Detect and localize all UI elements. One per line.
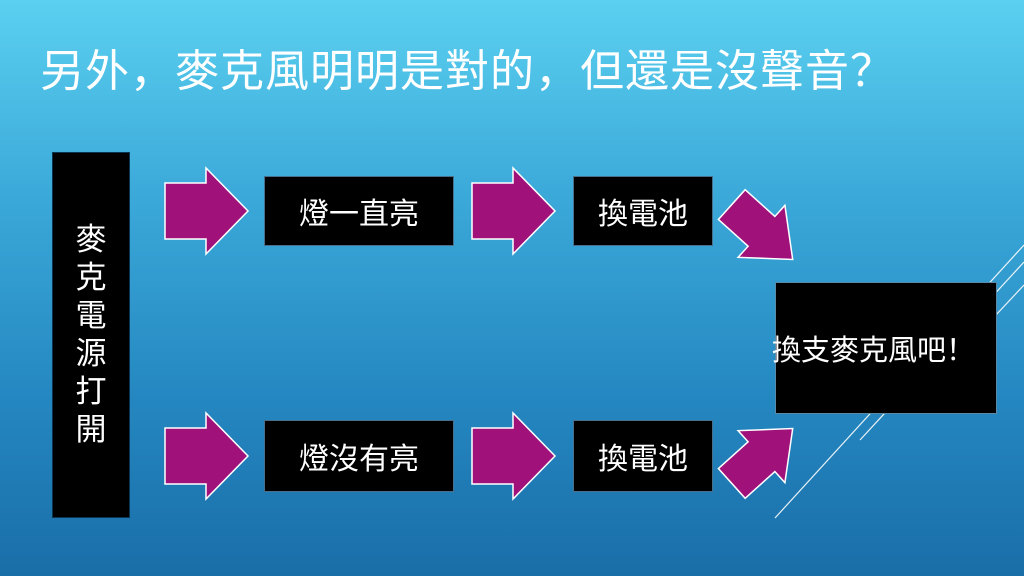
source-char: 麥 [75, 222, 107, 258]
arrow-diagonal-up-icon [717, 427, 794, 500]
replace-microphone-box: 換支麥克風吧！ [772, 282, 997, 414]
source-char: 克 [75, 260, 107, 296]
arrow-right-icon [164, 411, 250, 501]
bottom-replace-battery-label: 換電池 [598, 442, 688, 477]
light-off-label: 燈沒有亮 [299, 442, 419, 477]
source-box: 麥 克 電 源 打 開 [52, 152, 130, 518]
light-always-on-label: 燈一直亮 [299, 197, 419, 232]
arrow-right-icon [471, 411, 557, 501]
arrow-right-icon [471, 166, 557, 256]
light-off-box: 燈沒有亮 [264, 420, 454, 492]
source-char: 打 [75, 374, 107, 410]
top-replace-battery-box: 換電池 [573, 176, 713, 246]
top-replace-battery-label: 換電池 [598, 197, 688, 232]
replace-microphone-label: 換支麥克風吧！ [772, 333, 976, 367]
arrow-right-icon [164, 166, 250, 256]
source-char: 源 [75, 336, 107, 372]
arrow-diagonal-down-icon [717, 188, 794, 261]
flow-arrows [164, 166, 794, 501]
light-always-on-box: 燈一直亮 [264, 176, 454, 246]
bottom-replace-battery-box: 換電池 [573, 420, 713, 492]
source-char: 開 [75, 412, 107, 448]
slide-title: 另外，麥克風明明是對的，但還是沒聲音？ [40, 46, 895, 97]
source-char: 電 [75, 298, 107, 334]
